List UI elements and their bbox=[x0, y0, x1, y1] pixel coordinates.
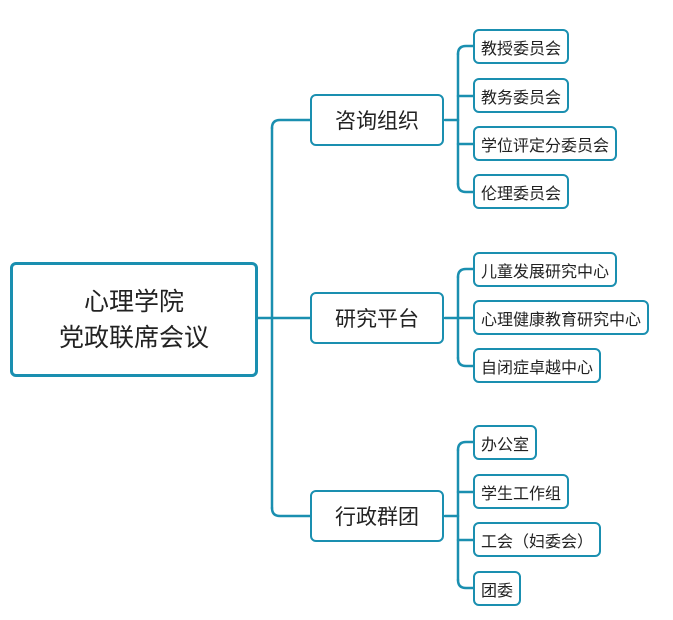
branch-label: 研究平台 bbox=[335, 307, 419, 331]
leaf-node: 工会（妇委会） bbox=[473, 522, 602, 557]
branch-admin: 行政群团 bbox=[310, 490, 444, 542]
branch-research: 研究平台 bbox=[310, 292, 444, 344]
leaf-label: 心理健康教育研究中心 bbox=[481, 309, 642, 329]
leaf-node: 教授委员会 bbox=[473, 29, 570, 64]
branch-label: 咨询组织 bbox=[335, 109, 419, 133]
leaf-node: 学位评定分委员会 bbox=[473, 126, 618, 161]
leaf-node: 伦理委员会 bbox=[473, 174, 570, 209]
leaf-label: 工会（妇委会） bbox=[481, 531, 594, 551]
root-title-line2: 党政联席会议 bbox=[58, 322, 209, 352]
leaf-label: 教授委员会 bbox=[481, 38, 562, 58]
leaf-label: 自闭症卓越中心 bbox=[481, 357, 594, 377]
leaf-node: 办公室 bbox=[473, 425, 538, 460]
leaf-label: 伦理委员会 bbox=[481, 183, 562, 203]
leaf-label: 学位评定分委员会 bbox=[481, 135, 610, 155]
branch-advisory: 咨询组织 bbox=[310, 94, 444, 146]
leaf-label: 团委 bbox=[481, 580, 514, 600]
root-title-line1: 心理学院 bbox=[83, 286, 184, 316]
root-node: 心理学院 党政联席会议 bbox=[10, 262, 258, 377]
leaf-node: 教务委员会 bbox=[473, 78, 570, 113]
leaf-node: 学生工作组 bbox=[473, 474, 570, 509]
branch-label: 行政群团 bbox=[335, 505, 419, 529]
leaf-node: 自闭症卓越中心 bbox=[473, 348, 602, 383]
leaf-node: 儿童发展研究中心 bbox=[473, 252, 618, 287]
leaf-label: 儿童发展研究中心 bbox=[481, 261, 610, 281]
leaf-label: 教务委员会 bbox=[481, 87, 562, 107]
leaf-label: 办公室 bbox=[481, 434, 530, 454]
leaf-node: 团委 bbox=[473, 571, 522, 606]
leaf-label: 学生工作组 bbox=[481, 483, 562, 503]
leaf-node: 心理健康教育研究中心 bbox=[473, 300, 650, 335]
